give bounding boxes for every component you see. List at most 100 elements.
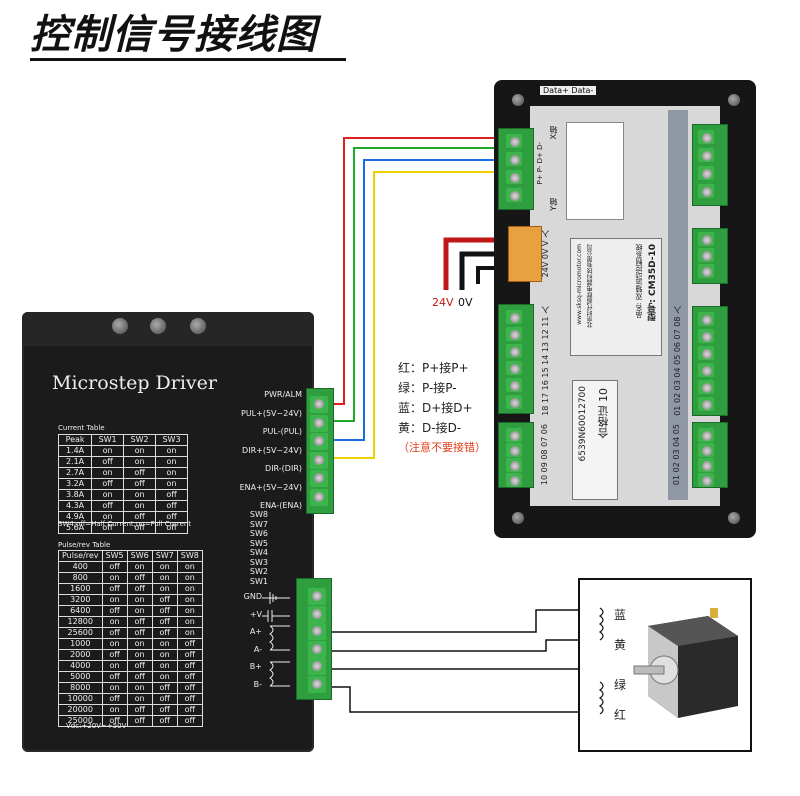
terminal-screw[interactable] — [506, 327, 522, 341]
table-cell: on — [101, 572, 128, 584]
terminal-screw[interactable] — [698, 363, 714, 377]
screw-icon — [150, 318, 166, 334]
terminal-screw[interactable] — [506, 170, 522, 184]
terminal-screw[interactable] — [698, 473, 714, 487]
table-cell: on — [155, 467, 188, 479]
table-cell: off — [126, 671, 153, 683]
table-cell: 800 — [58, 572, 103, 584]
x-axis-label: X轴 — [549, 126, 558, 140]
table-cell: on — [101, 704, 128, 716]
current-table-note: SW4:off=Half Current;on=Full Current — [58, 520, 192, 528]
table-cell: on — [151, 572, 178, 584]
terminal-screw[interactable] — [506, 378, 522, 392]
table-cell: 10000 — [58, 693, 103, 705]
controller-name: 品名: 双轴运动控制系统 — [635, 244, 643, 319]
terminal-screw[interactable] — [310, 433, 328, 450]
table-cell: 5000 — [58, 671, 103, 683]
terminal-screw[interactable] — [308, 675, 326, 693]
terminal-screw[interactable] — [698, 148, 714, 162]
terminal-screw[interactable] — [506, 458, 522, 472]
table-cell: 5.6A — [57, 522, 93, 534]
red-wire — [330, 137, 500, 405]
table-cell: off — [101, 715, 128, 727]
terminal-screw[interactable] — [698, 458, 714, 472]
terminal-screw[interactable] — [506, 428, 522, 442]
terminal-screw[interactable] — [310, 414, 328, 432]
terminal-screw[interactable] — [308, 640, 326, 658]
table-cell: 8000 — [58, 682, 103, 694]
terminal-screw[interactable] — [308, 588, 326, 605]
terminal-screw[interactable] — [310, 488, 328, 506]
input-pin-labels: 18 17 16 15 14 13 12 11 入 — [541, 306, 550, 416]
terminal-screw[interactable] — [506, 310, 522, 324]
table-cell: on — [126, 605, 153, 617]
terminal-screw[interactable] — [506, 188, 522, 202]
table-cell: on — [155, 478, 188, 490]
table-cell: on — [126, 638, 153, 650]
terminal-screw[interactable] — [698, 428, 714, 442]
driver-label: PWR/ALM — [264, 390, 302, 399]
terminal-screw[interactable] — [698, 232, 714, 246]
terminal-screw[interactable] — [698, 329, 714, 343]
table-cell: off — [176, 693, 203, 705]
terminal-screw[interactable] — [506, 152, 522, 166]
terminal-screw[interactable] — [310, 396, 328, 413]
terminal-screw[interactable] — [698, 184, 714, 198]
terminal-screw[interactable] — [698, 380, 714, 394]
table-cell: on — [151, 671, 178, 683]
vdc-label: Vdc:+20V~+50V — [66, 722, 127, 730]
ctrl-terminal-power[interactable] — [508, 226, 542, 282]
terminal-screw[interactable] — [506, 344, 522, 358]
current-table-caption: Current Table — [58, 424, 105, 432]
terminal-screw[interactable] — [698, 248, 714, 262]
table-cell: 3.8A — [57, 489, 93, 501]
table-cell: 1600 — [58, 583, 103, 595]
terminal-screw[interactable] — [698, 397, 714, 411]
terminal-screw[interactable] — [698, 312, 714, 326]
screw-icon — [512, 94, 524, 106]
terminal-screw[interactable] — [506, 395, 522, 409]
table-cell: on — [91, 489, 125, 501]
table-cell: 3200 — [58, 594, 103, 606]
motor-wire-label-red: 红 — [614, 708, 627, 722]
terminal-screw[interactable] — [698, 443, 714, 457]
terminal-screw[interactable] — [506, 473, 522, 487]
terminal-screw[interactable] — [698, 166, 714, 180]
terminal-screw[interactable] — [310, 451, 328, 469]
table-cell: on — [126, 594, 153, 606]
y-axis-label: Y轴 — [549, 198, 558, 211]
driver-label: A+ — [249, 627, 262, 636]
terminal-screw[interactable] — [308, 605, 326, 623]
controller-model: 型号: CM35D-10 — [648, 244, 658, 321]
legend-blue: 蓝：D+接D+ — [398, 401, 473, 415]
terminal-screw[interactable] — [506, 361, 522, 375]
table-cell: 1.4A — [57, 445, 93, 457]
table-cell: 4.3A — [57, 500, 93, 512]
controller-website: www.sksq-micromotor.com — [576, 244, 583, 325]
terminal-screw[interactable] — [698, 264, 714, 278]
table-cell: off — [176, 715, 203, 727]
terminal-screw[interactable] — [308, 623, 326, 640]
terminal-screw[interactable] — [698, 130, 714, 144]
terminal-screw[interactable] — [698, 346, 714, 360]
certificate-label — [572, 380, 618, 500]
terminal-screw[interactable] — [506, 443, 522, 457]
table-cell: off — [155, 522, 188, 534]
table-cell: off — [151, 616, 178, 628]
stepper-motor — [598, 607, 738, 718]
table-cell: 1000 — [58, 638, 103, 650]
motor-wire-b-plus — [324, 668, 600, 691]
motor-wire-a-plus — [324, 609, 600, 633]
table-header-cell: Peak — [57, 434, 93, 446]
driver-label: PUL+(5V~24V) — [241, 408, 302, 418]
terminal-screw[interactable] — [506, 134, 522, 148]
terminal-screw[interactable] — [308, 658, 326, 675]
table-cell: off — [155, 489, 188, 501]
terminal-screw[interactable] — [310, 470, 328, 487]
